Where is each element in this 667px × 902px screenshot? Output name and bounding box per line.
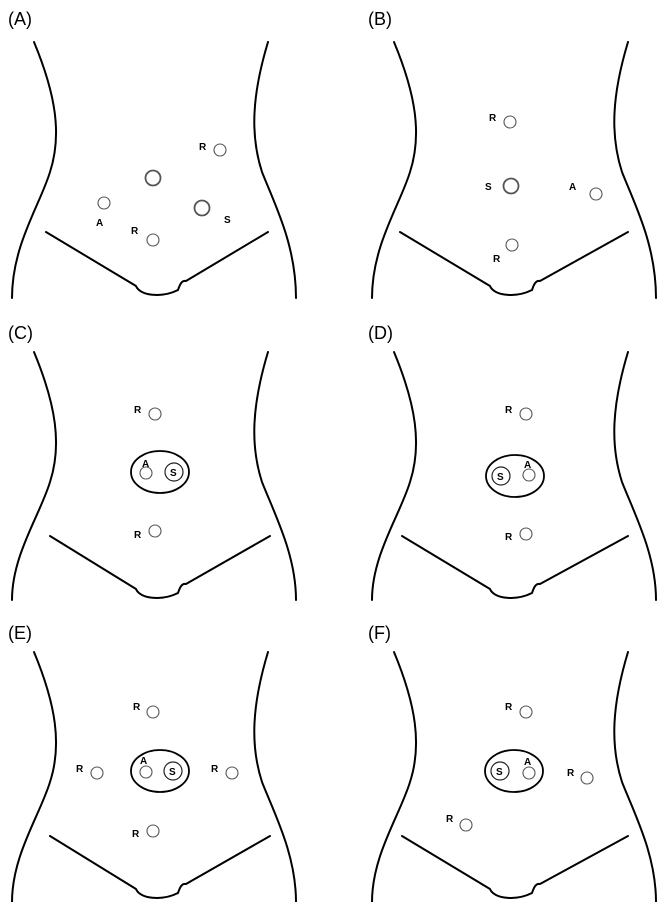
port-r-left <box>91 767 103 779</box>
port-a <box>590 188 602 200</box>
panel-d: (D) R S A R <box>368 323 656 600</box>
panel-label-c: (C) <box>8 323 33 343</box>
port-label-r-left-lower: R <box>446 814 454 825</box>
panel-label-f: (F) <box>368 623 391 643</box>
panel-label-b: (B) <box>368 9 392 29</box>
port-label-a: A <box>524 460 531 471</box>
port-label-r-right: R <box>211 764 219 775</box>
panel-c: (C) R A S R <box>8 323 296 600</box>
panel-label-d: (D) <box>368 323 393 343</box>
port-r-left-lower <box>460 819 472 831</box>
port-label-r-lower: R <box>505 532 513 543</box>
port-r-lower <box>520 528 532 540</box>
panel-f: (F) R S A R R <box>368 623 656 902</box>
port-label-a: A <box>140 756 147 767</box>
port-label-r-upper: R <box>199 142 207 153</box>
port-label-a: A <box>142 459 149 470</box>
port-label-r-lower: R <box>132 829 140 840</box>
port-r-upper <box>147 706 159 718</box>
port-label-r-lower: R <box>134 530 142 541</box>
abdomen-outline <box>372 652 656 902</box>
port-r-right <box>581 772 593 784</box>
port-label-a: A <box>96 218 103 229</box>
port-a <box>140 766 152 778</box>
port-a <box>98 197 110 209</box>
port-label-s: S <box>497 472 504 483</box>
port-label-s: S <box>485 182 492 193</box>
port-label-r-lower: R <box>493 254 501 265</box>
panel-label-e: (E) <box>8 623 32 643</box>
panel-b: (B) R S A R <box>368 9 656 298</box>
port-label-r-upper: R <box>134 405 142 416</box>
abdomen-outline <box>372 352 656 600</box>
abdomen-outline <box>372 42 656 298</box>
port-label-r-upper: R <box>489 113 497 124</box>
port-label-a: A <box>569 182 576 193</box>
port-r-upper <box>149 408 161 420</box>
port-label-r-upper: R <box>505 702 513 713</box>
port-r-lower <box>506 239 518 251</box>
port-s <box>195 201 210 216</box>
port-r-upper <box>520 408 532 420</box>
port-label-a: A <box>524 757 531 768</box>
panel-e: (E) R R A S R R <box>8 623 296 902</box>
port-r-upper <box>214 144 226 156</box>
port-label-r-upper: R <box>133 702 141 713</box>
port-r-lower <box>149 525 161 537</box>
port-label-r-lower: R <box>131 226 139 237</box>
panel-label-a: (A) <box>8 9 32 29</box>
port-unlabeled <box>146 171 161 186</box>
abdomen-outline <box>12 352 296 600</box>
port-label-r-right: R <box>567 768 575 779</box>
port-s <box>504 179 519 194</box>
port-r-right <box>226 767 238 779</box>
port-r-upper <box>520 706 532 718</box>
port-a <box>523 767 535 779</box>
port-label-s: S <box>224 215 231 226</box>
port-label-s: S <box>496 767 503 778</box>
port-r-lower <box>147 825 159 837</box>
port-r-upper <box>504 116 516 128</box>
panel-a: (A) R A S R <box>8 9 296 298</box>
port-label-r-left: R <box>76 764 84 775</box>
port-label-r-upper: R <box>505 405 513 416</box>
port-label-s: S <box>170 468 177 479</box>
port-label-s: S <box>169 767 176 778</box>
abdomen-outline <box>12 652 296 902</box>
port-r-lower <box>147 234 159 246</box>
